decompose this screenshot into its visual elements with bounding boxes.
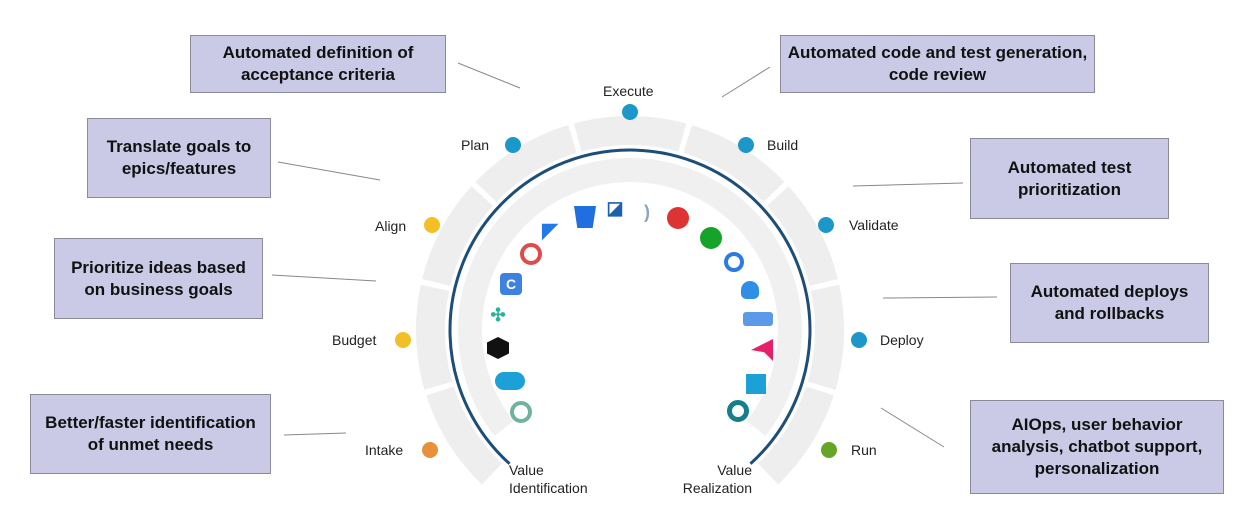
callout-code-generation: Automated code and test generation, code… [780,35,1095,93]
ring-segment [475,125,577,202]
connector-line [852,182,964,187]
waves-icon: ) [644,201,650,222]
ring-segment [807,284,844,390]
value-realization-label: Value Realization [676,461,752,497]
stage-dot-plan [505,137,521,153]
callout-translate-goals: Translate goals to epics/features [87,118,271,198]
hexagon-badge-icon [487,337,509,359]
value-realization-line2: Realization [682,480,752,496]
connector-line [721,66,771,98]
square-corner-icon: ◪ [606,197,624,218]
stage-dot-align [424,217,440,233]
ring-segment [767,186,838,286]
connector-line [277,161,381,181]
stage-dot-execute [622,104,638,120]
ring-segment [426,386,502,485]
ring-segment [683,125,785,202]
connector-line [271,274,377,282]
c-square-icon: C [500,273,522,295]
stage-label-align: Align [375,218,407,234]
inner-band-segment [458,157,802,436]
connector-line [283,432,347,436]
stage-dot-validate [818,217,834,233]
cucumber-icon [700,227,722,249]
stage-label-budget: Budget [332,332,377,348]
callout-prioritize-ideas: Prioritize ideas based on business goals [54,238,263,319]
callout-aiops: AIOps, user behavior analysis, chatbot s… [970,400,1224,494]
arrow-logo-icon: ◤ [542,219,558,242]
stage-dot-run [821,442,837,458]
connector-lines [271,62,998,448]
bitbucket-icon [574,206,596,228]
stage-dot-build [738,137,754,153]
connector-line [457,62,521,89]
value-identification-line1: Value [509,462,544,478]
stage-label-deploy: Deploy [880,332,924,348]
stage-label-validate: Validate [849,217,899,233]
value-identification-line2: Identification [509,480,588,496]
callout-test-prioritization: Automated test prioritization [970,138,1169,219]
stage-label-build: Build [767,137,799,153]
stage-label-execute: Execute [603,83,654,99]
ring-segment [758,386,834,485]
callout-unmet-needs: Better/faster identification of unmet ne… [30,394,271,474]
jenkins-icon [667,207,689,229]
stage-label-intake: Intake [365,442,404,458]
stage-label-plan: Plan [461,137,490,153]
ring-segment [416,284,453,390]
salesforce-icon [495,372,525,390]
stage-dot-deploy [851,332,867,348]
stage-dot-intake [422,442,438,458]
red-circle-icon [520,243,542,265]
node-graph-icon: ✣ [490,304,506,325]
ring-segment [422,186,493,286]
callout-deploys-rollbacks: Automated deploys and rollbacks [1010,263,1209,343]
ring-segment [573,116,687,152]
yak-icon [743,312,773,326]
value-arc [448,148,812,465]
stage-label-run: Run [851,442,877,458]
circleci-icon [724,252,744,272]
value-identification-label: Value Identification [509,461,588,497]
connector-line [880,407,945,448]
connector-line [882,296,998,299]
document-square-icon [746,374,766,394]
octopus-icon [741,281,759,299]
stage-dots [395,104,867,458]
outer-ring [416,116,844,485]
stage-dot-budget [395,332,411,348]
callout-acceptance-criteria: Automated definition of acceptance crite… [190,35,446,93]
inner-band [458,157,802,436]
value-realization-line1: Value [717,462,752,478]
tool-ring-icon [510,401,532,423]
teal-ring-icon [727,400,749,422]
